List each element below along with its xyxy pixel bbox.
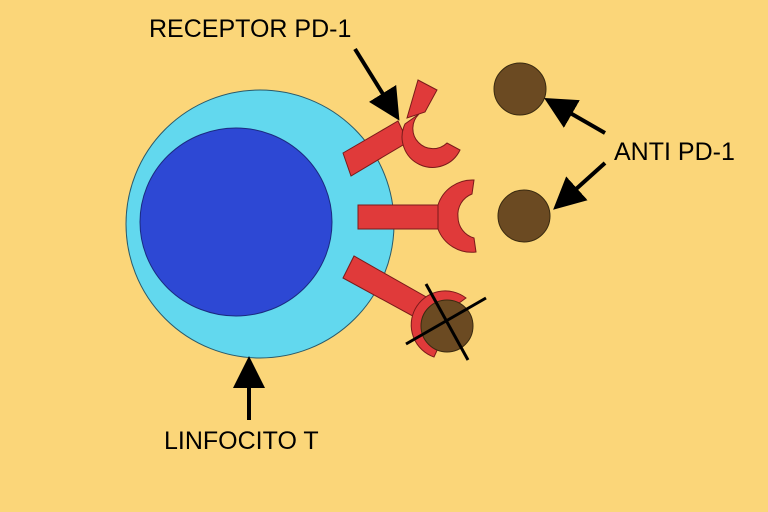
arrow-to-antibody-middle — [553, 161, 607, 210]
pd1-receptor-top — [342, 79, 461, 177]
arrow-to-antibody-top — [544, 98, 606, 135]
arrow-to-receptor — [353, 47, 400, 121]
pd1-receptor-middle — [357, 179, 477, 253]
lymphocyte-label: LINFOCITO T — [164, 427, 319, 455]
anti-pd1-label: ANTI PD-1 — [614, 138, 735, 166]
anti-pd1-antibody-middle — [497, 189, 551, 243]
anti-pd1-antibody-top — [493, 62, 547, 116]
x-cross-icon — [405, 283, 487, 361]
receptor-label: RECEPTOR PD-1 — [149, 15, 352, 43]
anti-pd1-antibody-bound — [420, 299, 474, 353]
t-cell-nucleus — [139, 127, 333, 317]
